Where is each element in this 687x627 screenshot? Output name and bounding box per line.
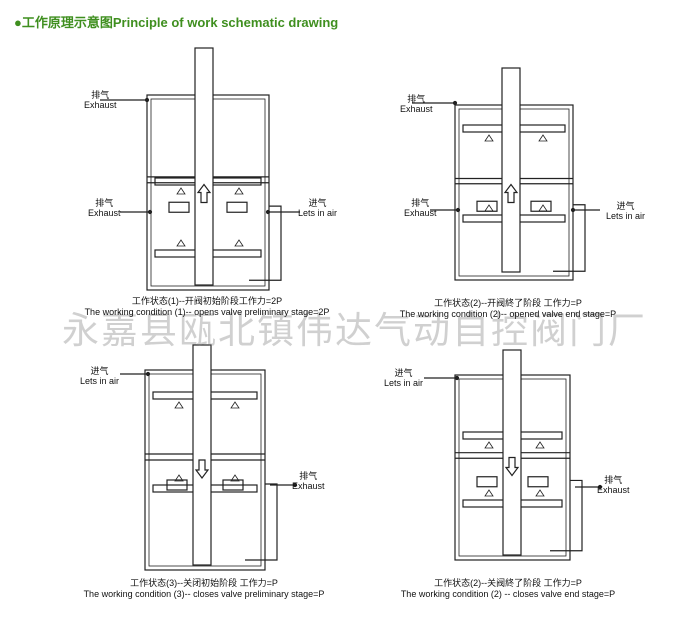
label-cn: 进气 — [616, 201, 635, 211]
triangle-marker-icon — [535, 441, 545, 449]
label-cn: 进气 — [90, 366, 109, 376]
caption-en: The working condition (1)-- opens valve … — [84, 307, 330, 317]
caption-en: The working condition (2)-- opened valve… — [399, 309, 617, 319]
piston-rod — [501, 67, 521, 273]
port-right — [226, 201, 248, 213]
direction-arrow-icon — [194, 459, 210, 479]
air-pipe — [550, 479, 583, 552]
arrow-head-icon — [455, 207, 461, 213]
port-right — [530, 200, 552, 212]
label-cn: 排气 — [299, 471, 318, 481]
arrow-head-icon — [292, 482, 298, 488]
air-pipe — [553, 204, 586, 272]
caption-cn: 工作状态(3)--关闭初始阶段 工作力=P — [130, 578, 278, 588]
label-cn: 进气 — [308, 198, 327, 208]
triangle-marker-icon — [234, 187, 244, 195]
triangle-marker-icon — [484, 489, 494, 497]
watermark: 永嘉县瓯北镇伟达气动自控阀门厂 — [62, 309, 647, 352]
arrow-head-icon — [145, 371, 151, 377]
triangle-marker-icon — [538, 134, 548, 142]
arrow-head-icon — [265, 209, 271, 215]
port-left — [476, 476, 498, 488]
label-en: Exhaust — [88, 208, 121, 218]
port-left — [476, 200, 498, 212]
triangle-marker-icon — [174, 474, 184, 482]
air-pipe — [249, 205, 282, 281]
caption-cn: 工作状态(2)--关阀終了阶段 工作力=P — [434, 578, 582, 588]
label-en: Exhaust — [292, 481, 325, 491]
label-en: Lets in air — [606, 211, 646, 221]
arrow-head-icon — [570, 207, 576, 213]
triangle-marker-icon — [230, 474, 240, 482]
label-en: Exhaust — [404, 208, 437, 218]
piston-rod — [502, 349, 522, 556]
caption-en: The working condition (3)-- closes valve… — [83, 589, 325, 599]
piston-rod — [192, 344, 212, 566]
label-en: Lets in air — [298, 208, 338, 218]
arrow-head-icon — [144, 97, 150, 103]
direction-arrow-icon — [503, 183, 519, 204]
label-cn: 排气 — [411, 198, 430, 208]
triangle-marker-icon — [538, 204, 548, 212]
label-en: Lets in air — [384, 378, 424, 388]
triangle-marker-icon — [484, 204, 494, 212]
page-title: ●工作原理示意图Principle of work schematic draw… — [14, 15, 339, 30]
triangle-marker-icon — [234, 239, 244, 247]
port-right — [222, 479, 244, 491]
direction-arrow-icon — [504, 456, 520, 477]
arrow-head-icon — [454, 375, 460, 381]
label-en: Exhaust — [84, 100, 117, 110]
triangle-marker-icon — [174, 401, 184, 409]
triangle-marker-icon — [176, 187, 186, 195]
triangle-marker-icon — [535, 489, 545, 497]
triangle-marker-icon — [230, 401, 240, 409]
air-pipe — [245, 483, 278, 561]
arrow-head-icon — [147, 209, 153, 215]
label-cn: 排气 — [604, 475, 623, 485]
direction-arrow-icon — [196, 183, 212, 204]
caption-en: The working condition (2) -- closes valv… — [400, 589, 616, 599]
label-cn: 排气 — [407, 94, 426, 104]
label-en: Exhaust — [400, 104, 433, 114]
label-en: Lets in air — [80, 376, 120, 386]
caption-cn: 工作状态(1)--开阀初始阶段工作力=2P — [131, 296, 283, 306]
label-cn: 排气 — [95, 198, 114, 208]
port-left — [168, 201, 190, 213]
caption-cn: 工作状态(2)--开阀終了阶段 工作力=P — [434, 298, 582, 308]
label-cn: 进气 — [394, 368, 413, 378]
label-en: Exhaust — [597, 485, 630, 495]
triangle-marker-icon — [176, 239, 186, 247]
port-right — [527, 476, 549, 488]
triangle-marker-icon — [484, 441, 494, 449]
port-left — [166, 479, 188, 491]
arrow-head-icon — [452, 100, 458, 106]
piston-rod — [194, 47, 214, 286]
triangle-marker-icon — [484, 134, 494, 142]
label-cn: 排气 — [91, 90, 110, 100]
arrow-head-icon — [597, 484, 603, 490]
